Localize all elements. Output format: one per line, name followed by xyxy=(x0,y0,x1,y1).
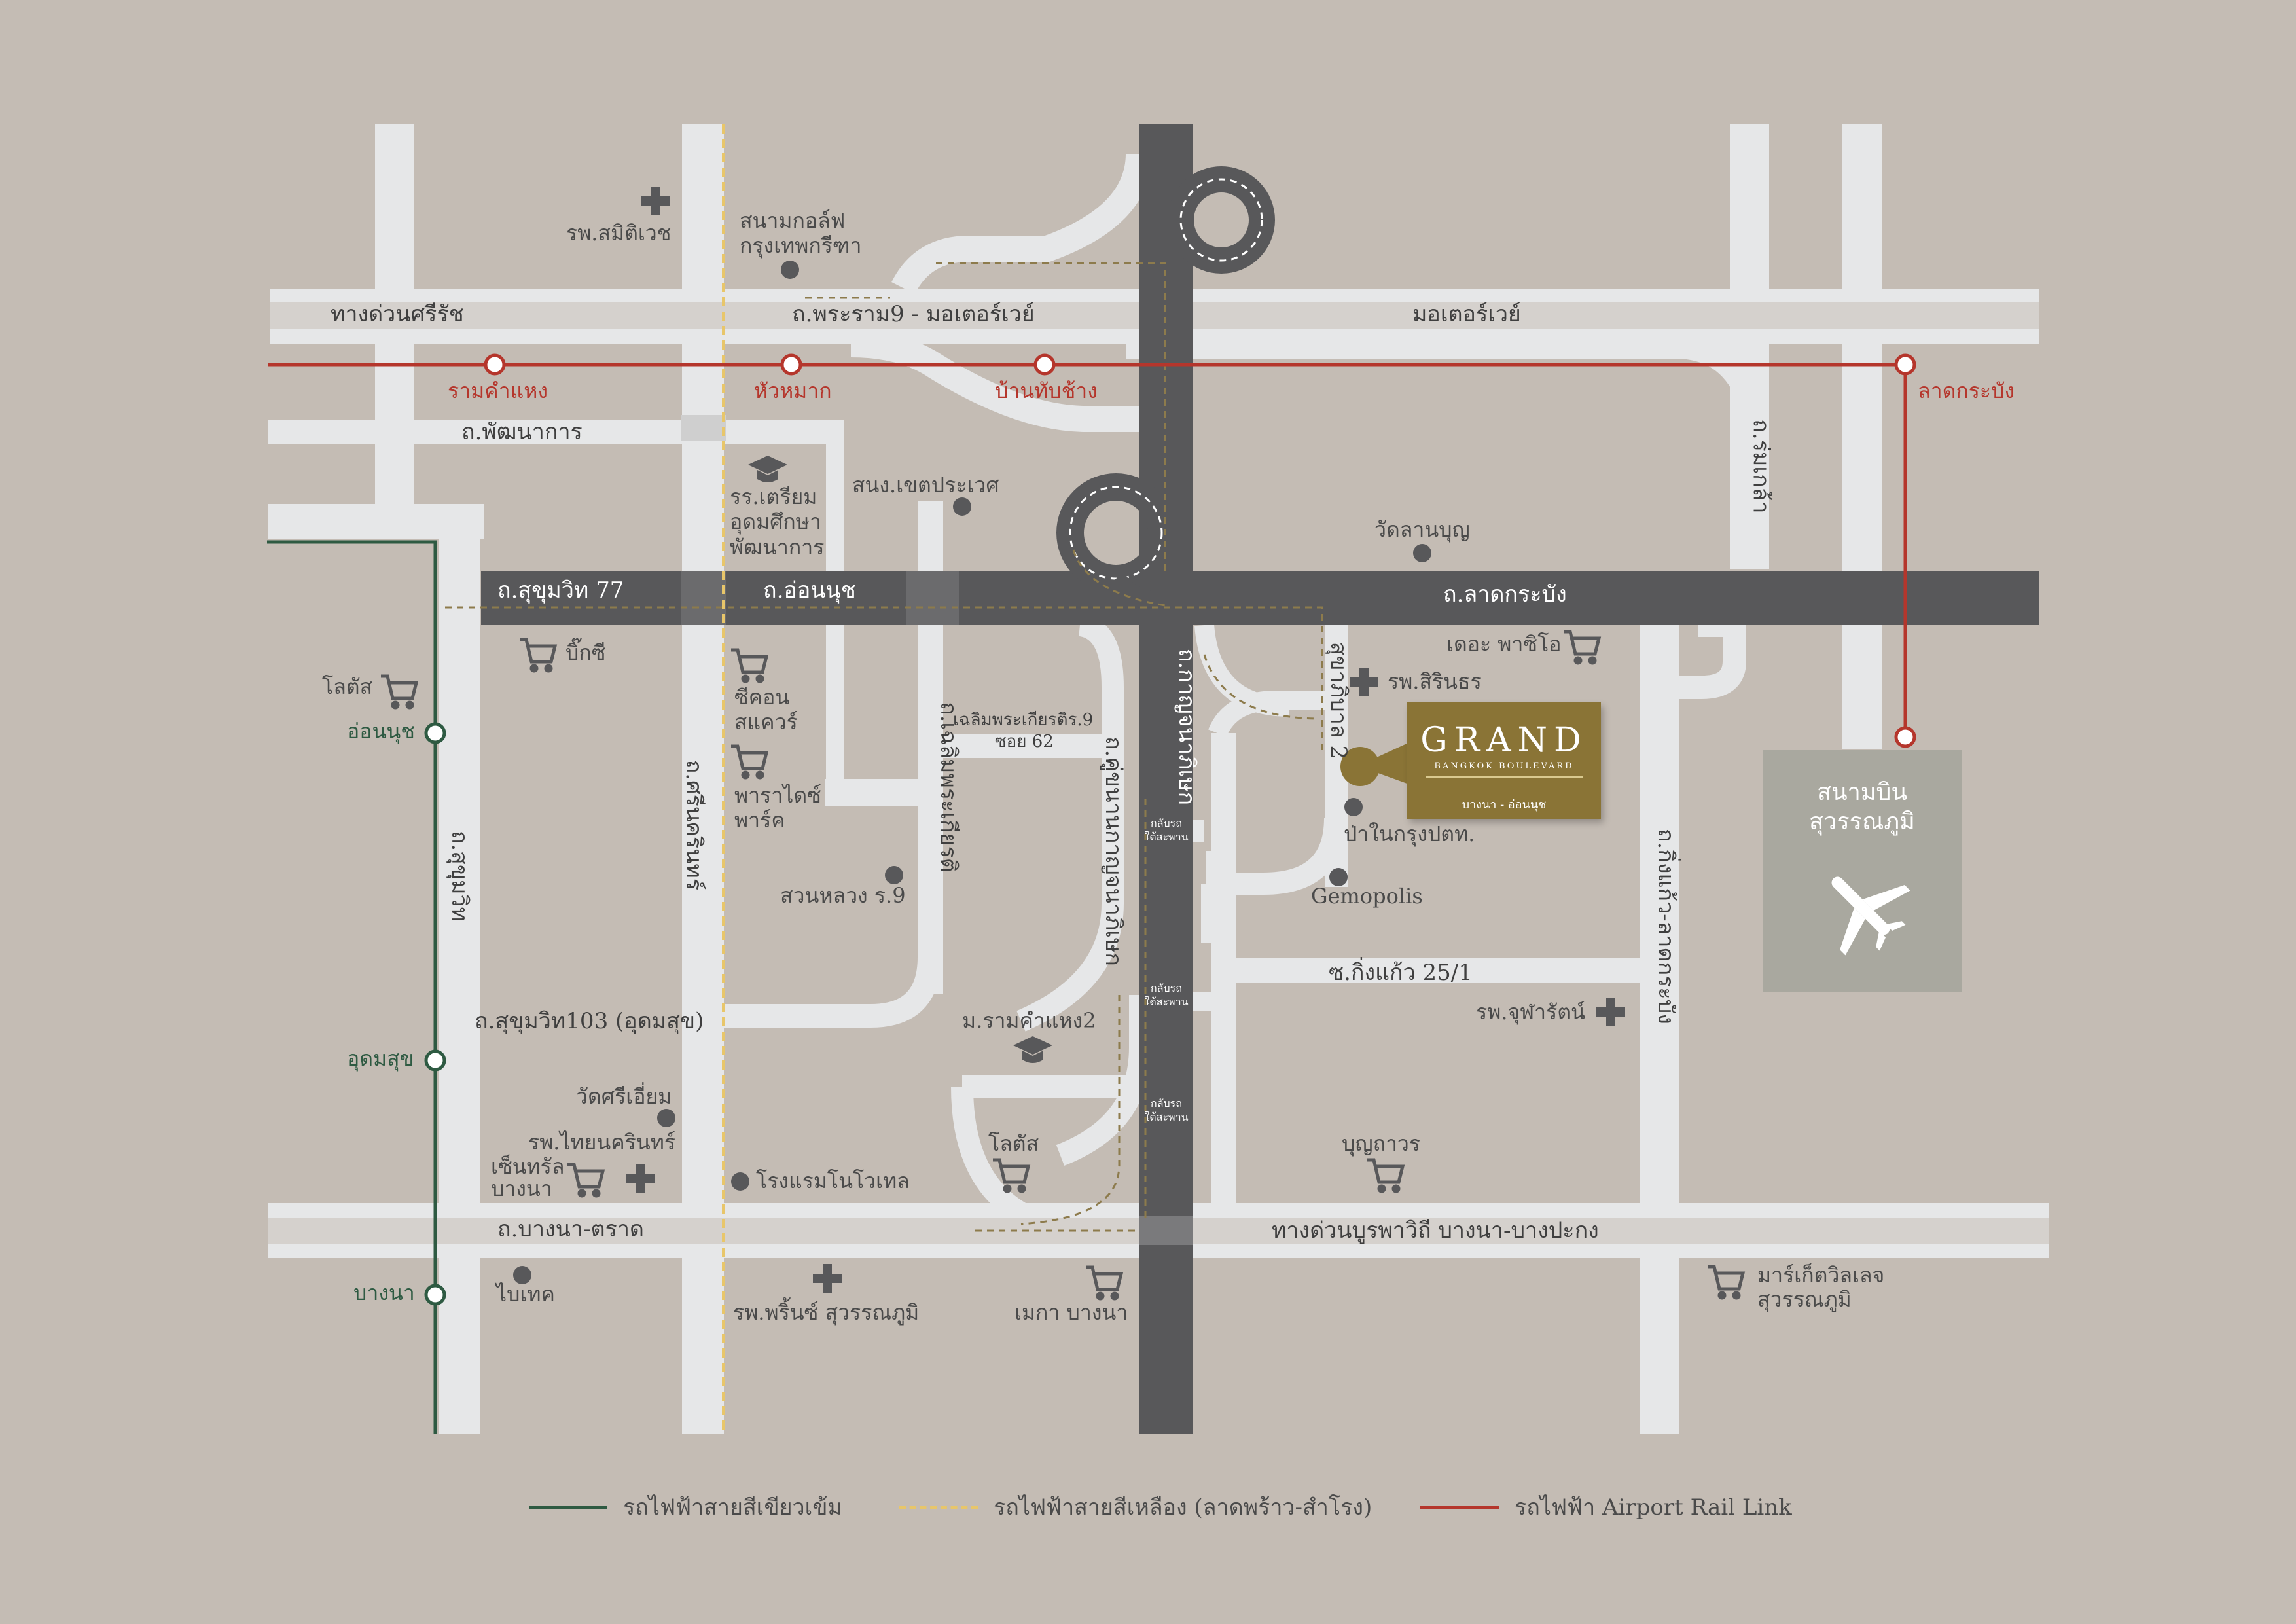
station-bang-na: บางนา xyxy=(353,1280,415,1305)
route-guides xyxy=(445,262,1323,1232)
place-lotus-bottom: โลตัส xyxy=(988,1131,1039,1156)
station-hua-mak: หัวหมาก xyxy=(754,378,832,403)
place-ram2: ม.รามคำแหง2 xyxy=(962,1008,1096,1033)
place-bunthavorn: บุญถาวร xyxy=(1342,1131,1421,1156)
label-chalerm-soi62-1: เฉลิมพระเกียรติร.9 xyxy=(953,710,1094,730)
project-pin xyxy=(1340,741,1412,786)
interchange-top xyxy=(1168,166,1275,274)
label-sirirat-expressway: ทางด่วนศรีรัช xyxy=(331,301,464,327)
label-uturn-3: กลับรถใต้สะพาน xyxy=(1144,1097,1189,1123)
legend-red-swatch xyxy=(1420,1505,1499,1509)
label-onnut: ถ.อ่อนนุช xyxy=(763,577,856,604)
station-on-nut: อ่อนนุช xyxy=(347,719,415,744)
project-divider xyxy=(1426,776,1583,778)
station-ban-thap-chang: บ้านทับช้าง xyxy=(995,378,1098,403)
poi-dots xyxy=(513,261,1431,1284)
place-suan-luang: สวนหลวง ร.9 xyxy=(780,883,906,908)
project-title: GRAND xyxy=(1420,721,1588,760)
label-kingkaew-25-1: ซ.กิ่งแก้ว 25/1 xyxy=(1329,960,1473,986)
place-novotel: โรงแรมโนโวเทล xyxy=(756,1168,910,1193)
place-thai-nakarin: รพ.ไทยนครินทร์ xyxy=(528,1130,676,1155)
place-mega: เมกา บางนา xyxy=(1014,1300,1128,1325)
place-golf: สนามกอล์ฟกรุงเทพกรีฑา xyxy=(740,208,862,259)
station-lat-krabang: ลาดกระบัง xyxy=(1918,378,2015,403)
label-burapha-withi: ทางด่วนบูรพาวิถี บางนา-บางปะกง xyxy=(1272,1218,1599,1244)
place-market-village: มาร์เก็ตวิลเลจสุวรรณภูมิ xyxy=(1757,1263,1885,1312)
label-chalerm-soi62-2: ซอย 62 xyxy=(995,732,1054,751)
place-forest-park: ป่าในกรุงปตท. xyxy=(1344,821,1475,846)
lat-krabang-road xyxy=(481,571,2039,625)
label-lat-krabang-road: ถ.ลาดกระบัง xyxy=(1443,581,1567,607)
label-chalerm-phrakiat: ถ.เฉลิมพระเกียรติ xyxy=(935,701,961,873)
label-romklao: ถ.ร่มเกล้า xyxy=(1748,419,1774,514)
place-the-paseo: เดอะ พาซิโอ xyxy=(1446,632,1562,657)
label-kanchanaphisek: ถ.กาญจนาภิเษก xyxy=(1174,648,1200,806)
place-samitivej: รพ.สมิติเวช xyxy=(566,221,672,245)
legend-red: รถไฟฟ้า Airport Rail Link xyxy=(1420,1487,1792,1526)
interchange-middle xyxy=(1056,473,1175,612)
place-big-c: บิ๊กซี xyxy=(565,640,606,665)
label-phatthanakan: ถ.พัฒนาการ xyxy=(461,419,583,445)
label-sukhumvit: ถ.สุขุมวิท xyxy=(446,830,473,922)
green-line xyxy=(267,540,437,1434)
place-paradise: พาราไดซ์พาร์ค xyxy=(734,783,821,833)
curved-roads xyxy=(724,153,1763,1245)
label-sukhumvit77: ถ.สุขุมวิท 77 xyxy=(497,577,624,604)
legend-yellow-label: รถไฟฟ้าสายสีเหลือง (ลาดพร้าว-สำโรง) xyxy=(994,1494,1372,1521)
station-udom-suk: อุดมสุข xyxy=(347,1046,414,1071)
label-uturn-1: กลับรถใต้สะพาน xyxy=(1144,817,1189,843)
label-srinakarin: ถ.ศรีนครินทร์ xyxy=(681,759,708,891)
station-ramkhamhaeng: รามคำแหง xyxy=(448,378,548,403)
place-bitec: ไบเทค xyxy=(496,1282,555,1307)
project-area: บางนา - อ่อนนุช xyxy=(1462,798,1547,812)
place-khet-prawet: สนง.เขตประเวศ xyxy=(852,473,999,497)
shopping-icons xyxy=(381,630,1746,1301)
label-sukhumvit103: ถ.สุขุมวิท103 (อุดมสุข) xyxy=(475,1008,704,1034)
place-lotus-left: โลตัส xyxy=(322,674,373,699)
place-gemopolis: Gemopolis xyxy=(1311,884,1423,909)
place-sirindhorn: รพ.สิรินธร xyxy=(1388,669,1482,694)
label-bangna-trat: ถ.บางนา-ตราด xyxy=(497,1216,645,1242)
legend-red-label: รถไฟฟ้า Airport Rail Link xyxy=(1515,1494,1792,1521)
place-wat-lan-bun: วัดลานบุญ xyxy=(1374,517,1470,542)
label-motorway: มอเตอร์เวย์ xyxy=(1412,301,1521,327)
project-box: GRAND BANGKOK BOULEVARD บางนา - อ่อนนุช xyxy=(1407,702,1601,819)
place-seacon: ซีคอนสแควร์ xyxy=(734,685,798,735)
place-chularat: รพ.จุฬารัตน์ xyxy=(1476,1000,1585,1024)
label-kingkaew-latkrabang: ถ.กิ่งแก้ว-ลาดกระบัง xyxy=(1652,828,1679,1024)
place-wat-sri-iam: วัดศรีเอี่ยม xyxy=(576,1084,672,1109)
legend-yellow: รถไฟฟ้าสายสีเหลือง (ลาดพร้าว-สำโรง) xyxy=(899,1487,1372,1526)
label-kanchanaphisek-frontage: ถ.คู่ขนานกาญจนาภิเษก xyxy=(1100,736,1126,966)
station-markers xyxy=(424,353,1916,1306)
airport-box: สนามบินสุวรรณภูมิ xyxy=(1763,750,1962,992)
legend-green-label: รถไฟฟ้าสายสีเขียวเข้ม xyxy=(623,1494,842,1521)
place-central-bangna: เซ็นทรัลบางนา xyxy=(491,1154,565,1201)
legend-yellow-swatch xyxy=(899,1505,978,1509)
place-triam: รร.เตรียมอุดมศึกษาพัฒนาการ xyxy=(730,484,825,560)
place-prince: รพ.พริ้นซ์ สุวรรณภูมิ xyxy=(733,1300,920,1325)
label-rama9-motorway: ถ.พระราม9 - มอเตอร์เวย์ xyxy=(792,301,1035,327)
label-uturn-2: กลับรถใต้สะพาน xyxy=(1144,982,1189,1008)
airplane-icon xyxy=(1831,876,1910,956)
project-subtitle: BANGKOK BOULEVARD xyxy=(1434,761,1574,771)
label-sukhaphiban2: สุขาภิบาล 2 xyxy=(1325,641,1352,760)
legend-green-swatch xyxy=(529,1505,607,1509)
airport-name: สนามบินสุวรรณภูมิ xyxy=(1809,779,1915,835)
hospital-icons xyxy=(626,187,1625,1293)
school-icons xyxy=(748,456,1052,1063)
legend-green: รถไฟฟ้าสายสีเขียวเข้ม xyxy=(529,1487,842,1526)
